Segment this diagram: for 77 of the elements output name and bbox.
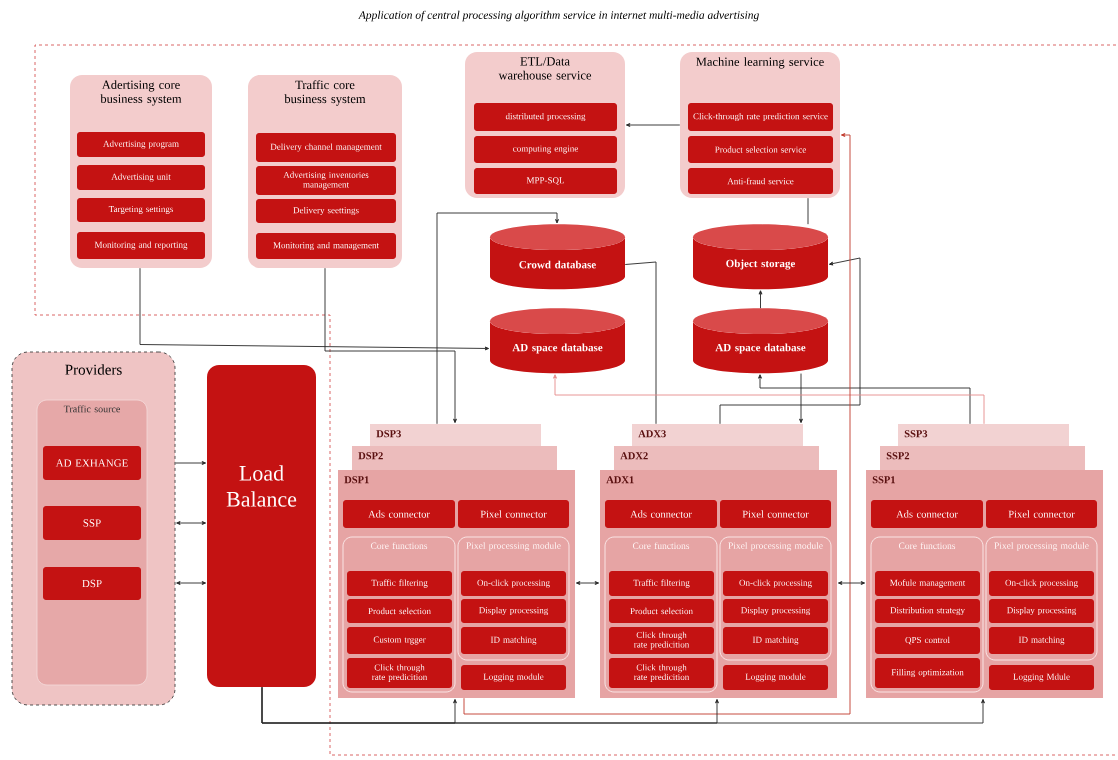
connector-box: Ads connector (871, 500, 983, 528)
arrow (175, 461, 207, 465)
function-box: Display processing (989, 599, 1094, 623)
function-box: Monitoring and management (256, 233, 396, 259)
function-box: Product selection service (688, 136, 833, 163)
server-card: SSP2 (880, 446, 1085, 472)
function-box: Monitoring and reporting (77, 232, 205, 259)
function-box: On-click processing (989, 571, 1094, 596)
function-box: Click-through rate prediction service (688, 103, 833, 131)
arrow (463, 133, 851, 715)
arrow (575, 581, 600, 585)
function-box: Display processing (461, 599, 566, 623)
function-box: Click through rate predicition (609, 658, 714, 688)
database-cylinder: Object storage (693, 224, 828, 290)
source-box: AD EXHANGE (43, 446, 141, 480)
function-box: Delivery channel management (256, 133, 396, 162)
arrow (176, 581, 207, 585)
function-box: Filling optimization (875, 658, 980, 688)
connector-box: Ads connector (605, 500, 717, 528)
function-box: Product selection (347, 599, 452, 623)
database-cylinder: AD space database (490, 308, 625, 374)
connector-box: Pixel connector (986, 500, 1097, 528)
arrow (758, 374, 971, 425)
database-cylinder: Crowd database (490, 224, 625, 290)
function-box: Distribution strategy (875, 599, 980, 623)
function-box: Anti-fraud service (688, 168, 833, 194)
arrow (324, 267, 457, 424)
title: Application of central processing algorithm service in internet multi-media advertising (358, 10, 759, 22)
function-box: Mofule management (875, 571, 980, 596)
source-box: DSP (43, 567, 141, 600)
function-box: distributed processing (474, 103, 617, 131)
function-box: Custom trgger (347, 627, 452, 654)
connector-line (624, 261, 657, 425)
server-card: DSP3 (370, 424, 541, 448)
function-box: On-click processing (723, 571, 828, 596)
function-box: Advertising program (77, 132, 205, 157)
function-box: Product selection (609, 599, 714, 623)
function-box: Targeting settings (77, 198, 205, 222)
arrow (799, 373, 803, 424)
function-box: Display processing (723, 599, 828, 623)
function-box: Traffic filtering (609, 571, 714, 596)
arrow (436, 212, 559, 425)
function-box: Advertising inventories management (256, 166, 396, 195)
function-box: Logging Mdule (989, 665, 1094, 690)
function-box: Logging module (461, 665, 566, 690)
function-box: QPS control (875, 627, 980, 654)
arrow (553, 374, 985, 425)
function-box: ID matching (989, 627, 1094, 654)
function-box: Advertising unit (77, 165, 205, 190)
function-box: Click through rate predicition (609, 627, 714, 654)
arrow (719, 257, 861, 425)
connector-box: Ads connector (343, 500, 455, 528)
function-box: Traffic filtering (347, 571, 452, 596)
arrow (625, 123, 681, 127)
function-box: MPP-SQL (474, 168, 617, 194)
connector-line (807, 197, 809, 225)
source-box: SSP (43, 506, 141, 540)
server-card: DSP2 (352, 446, 557, 472)
function-box: Delivery seettings (256, 199, 396, 223)
function-box: ID matching (723, 627, 828, 654)
function-box: Click through rate predicition (347, 658, 452, 688)
connector-box: Pixel connector (458, 500, 569, 528)
function-box: Logging module (723, 665, 828, 690)
server-card: ADX3 (632, 424, 803, 448)
arrow (261, 686, 985, 724)
database-cylinder: AD space database (693, 308, 828, 374)
load-balancer-box: Load Balance (207, 365, 316, 687)
server-card: ADX2 (614, 446, 819, 472)
function-box: ID matching (461, 627, 566, 654)
arrow (758, 290, 763, 309)
arrow (837, 581, 866, 585)
connector-box: Pixel connector (720, 500, 831, 528)
server-card: SSP3 (898, 424, 1069, 448)
function-box: computing engine (474, 136, 617, 163)
arrow (176, 521, 207, 525)
function-box: On-click processing (461, 571, 566, 596)
arrow (139, 267, 490, 351)
